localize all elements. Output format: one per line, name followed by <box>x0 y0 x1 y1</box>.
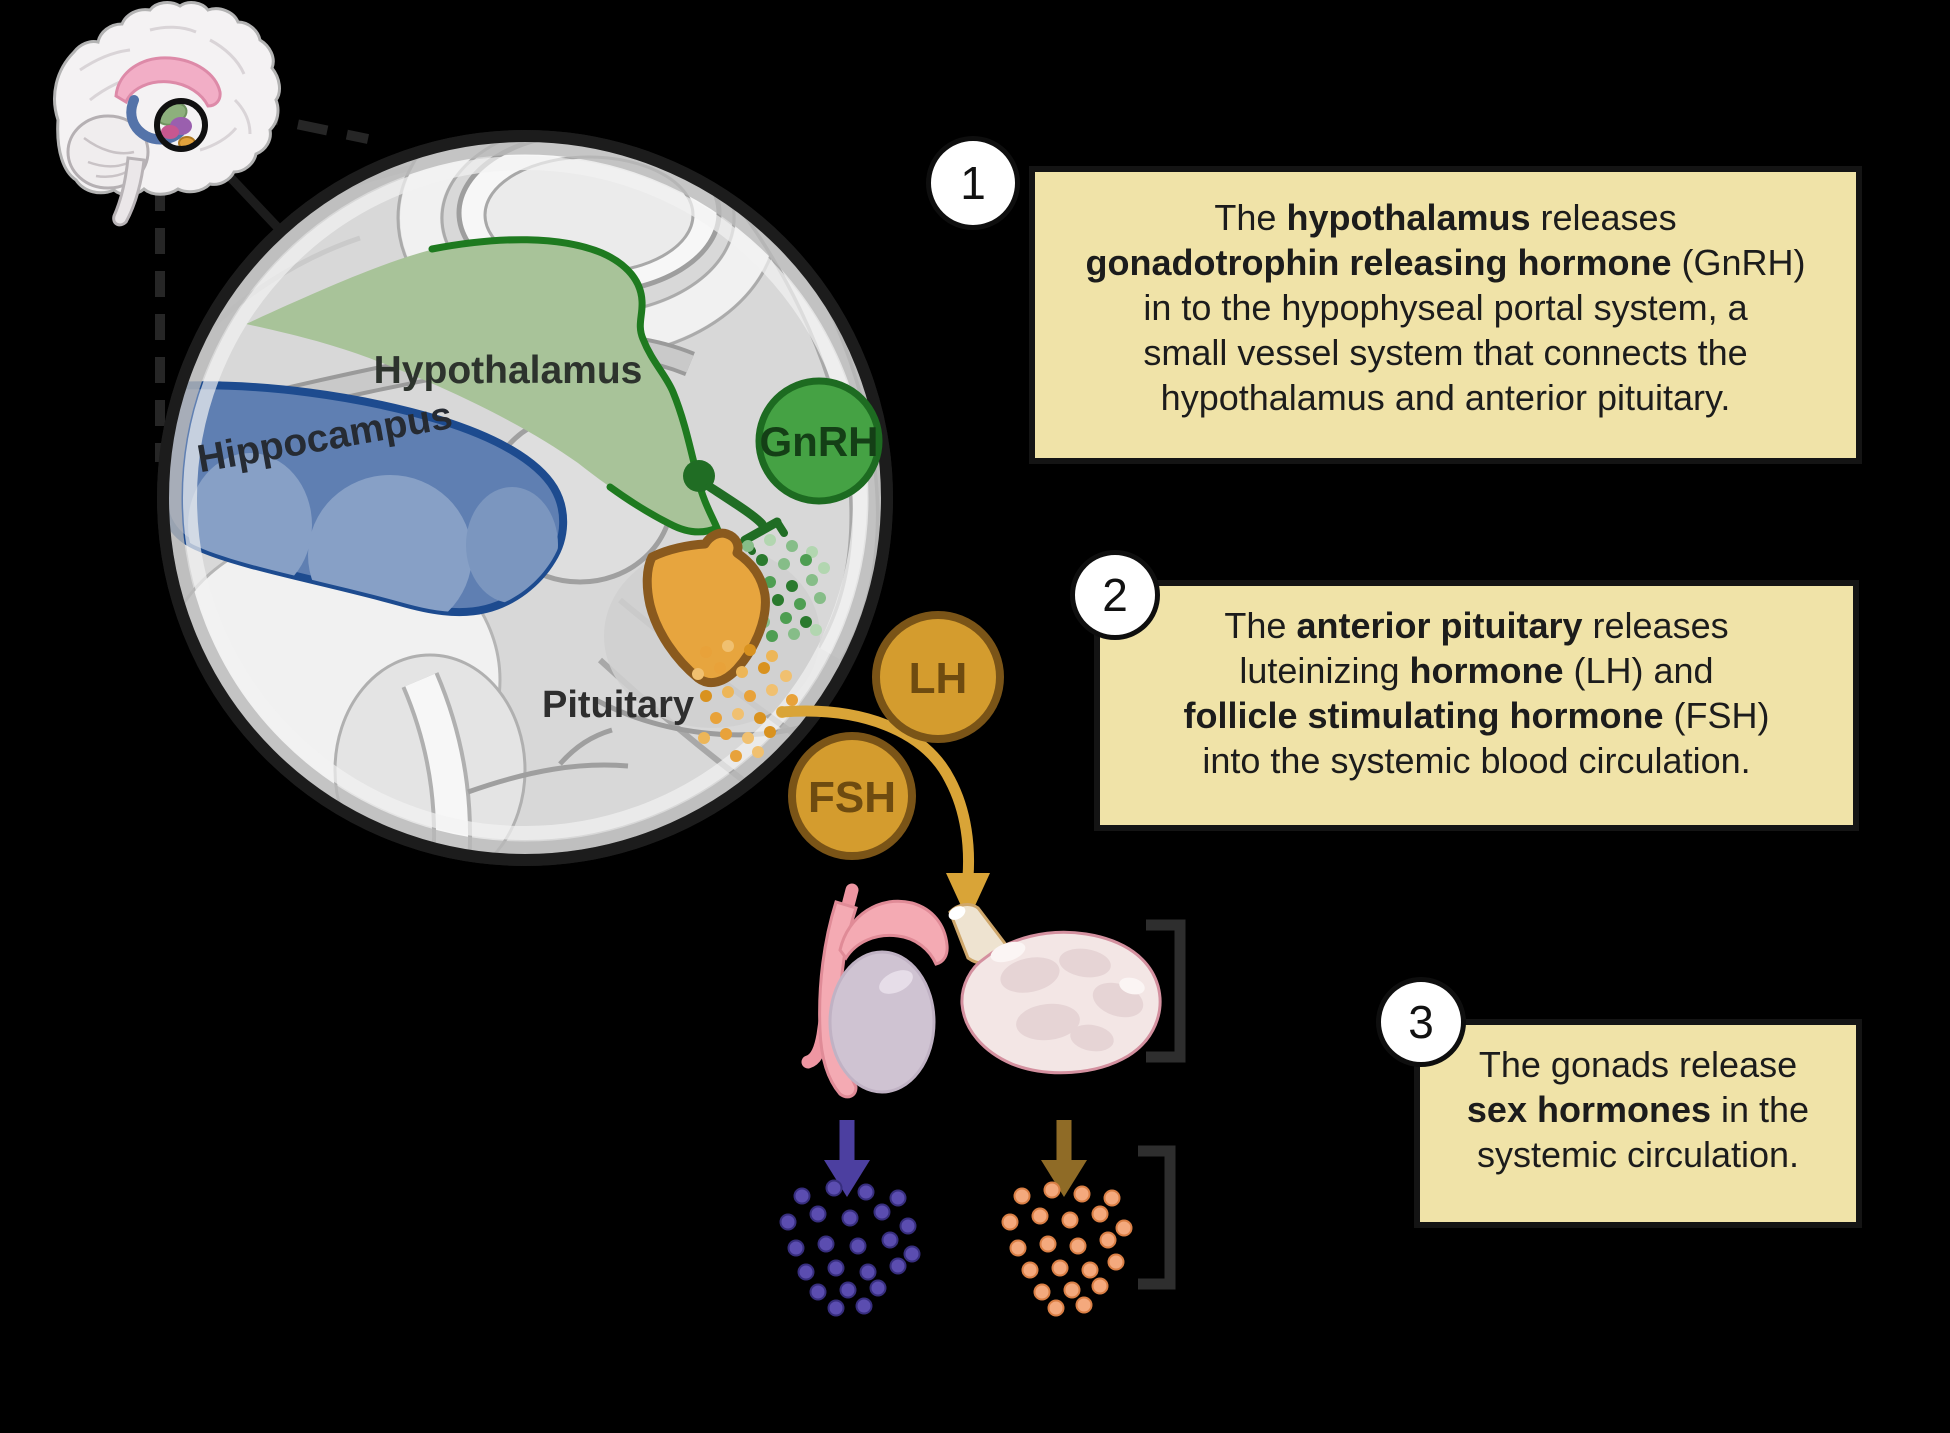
hypothalamus-shape <box>246 238 717 532</box>
testis-hormone-arrow <box>824 1120 870 1197</box>
inset-thalamus-magenta <box>161 125 179 139</box>
magnifier-icon <box>154 98 208 152</box>
step-2-number: 2 <box>1070 550 1160 640</box>
pituitary-label: Pituitary <box>542 684 694 726</box>
inset-corpus-callosum <box>114 56 222 108</box>
fsh-badge: FSH <box>788 732 916 860</box>
gnrh-badge: GnRH <box>755 377 883 505</box>
lh-badge: LH <box>872 611 1004 743</box>
ovary-hormone-arrow <box>1041 1120 1087 1197</box>
pituitary-hormone-dots <box>692 640 798 762</box>
ovary-hormone-dots <box>1001 1181 1133 1317</box>
step-1-number: 1 <box>926 136 1020 230</box>
inset-brain <box>53 1 281 227</box>
fsh-badge-label: FSH <box>808 773 896 822</box>
testis-illustration <box>801 883 949 1099</box>
lh-badge-label: LH <box>909 654 968 703</box>
hypothalamus-label: Hypothalamus <box>374 349 643 392</box>
arrow-to-gonads <box>776 705 990 921</box>
gnrh-badge-label: GnRH <box>760 418 879 465</box>
step-3-number: 3 <box>1376 977 1466 1067</box>
ovary-illustration <box>948 903 1162 1075</box>
testis-hormone-dots <box>779 1179 921 1317</box>
pituitary-shape <box>642 528 770 688</box>
gonads-bracket <box>1146 919 1186 1063</box>
gnrh-neuron-icon <box>683 460 788 555</box>
inset-brainstem <box>112 156 146 227</box>
hormone-dots-bracket <box>1138 1145 1176 1290</box>
